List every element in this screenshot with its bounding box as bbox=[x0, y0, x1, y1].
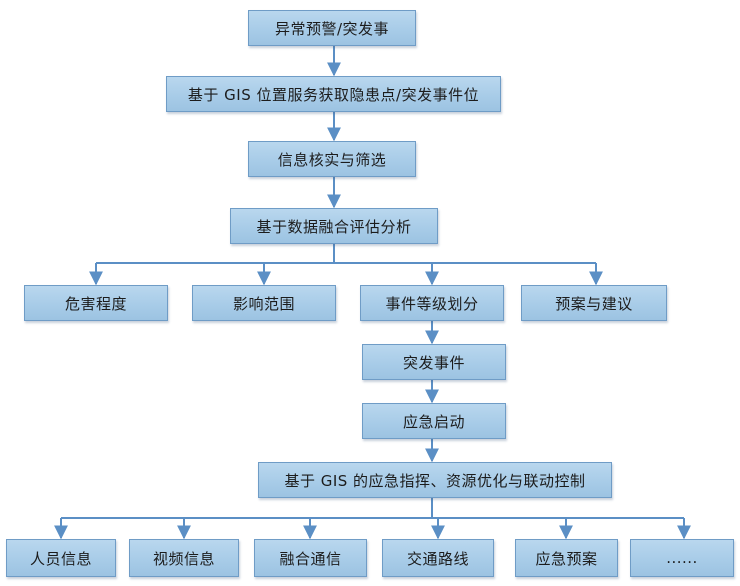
node-fusion-comm: 融合通信 bbox=[254, 539, 367, 577]
node-data-fusion-assessment: 基于数据融合评估分析 bbox=[230, 208, 438, 244]
node-hazard-degree: 危害程度 bbox=[24, 285, 168, 321]
node-more: ...... bbox=[630, 539, 734, 577]
node-gis-location: 基于 GIS 位置服务获取隐患点/突发事件位 bbox=[166, 76, 501, 112]
node-emergency-plan: 应急预案 bbox=[515, 539, 618, 577]
node-abnormal-warning: 异常预警/突发事 bbox=[248, 10, 416, 46]
node-emergency-start: 应急启动 bbox=[362, 403, 506, 439]
node-traffic-route: 交通路线 bbox=[382, 539, 494, 577]
node-emergency-event: 突发事件 bbox=[362, 344, 506, 380]
node-video-info: 视频信息 bbox=[129, 539, 239, 577]
node-plan-advice: 预案与建议 bbox=[521, 285, 667, 321]
node-impact-scope: 影响范围 bbox=[192, 285, 336, 321]
node-info-verify: 信息核实与筛选 bbox=[248, 141, 416, 177]
node-personnel-info: 人员信息 bbox=[6, 539, 116, 577]
node-event-level: 事件等级划分 bbox=[360, 285, 504, 321]
node-gis-command: 基于 GIS 的应急指挥、资源优化与联动控制 bbox=[258, 462, 612, 498]
